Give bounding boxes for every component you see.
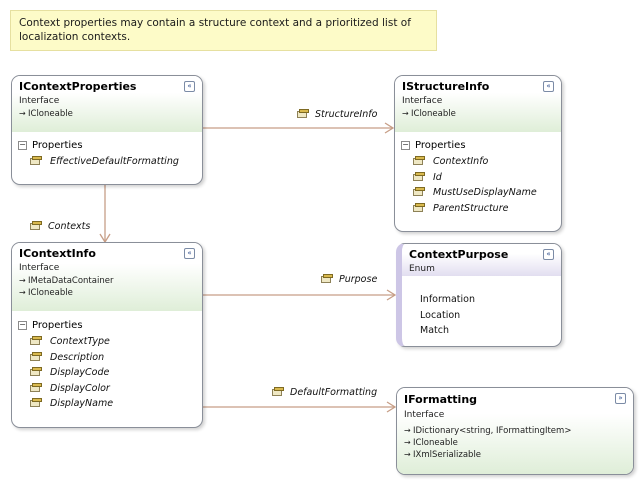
property-item[interactable]: EffectiveDefaultFormatting: [12, 154, 202, 170]
icontextinfo-shape[interactable]: IContextInfo Interface →IMetaDataContain…: [11, 242, 203, 428]
property-item[interactable]: DisplayCode: [12, 365, 202, 381]
property-icon: [30, 221, 42, 230]
purpose-arrowhead: [386, 289, 397, 301]
base-type: →ICloneable: [402, 109, 456, 119]
base-type: →IXmlSerializable: [404, 450, 482, 460]
properties-section-header[interactable]: −Properties: [18, 139, 83, 151]
base-type: →IDictionary<string, IFormattingItem>: [404, 426, 572, 436]
enum-value[interactable]: Information: [420, 294, 475, 305]
shape-title: ContextPurpose: [409, 248, 509, 261]
property-item[interactable]: DisplayName: [12, 396, 202, 412]
base-arrow-icon: →: [19, 276, 26, 285]
property-icon: [30, 351, 42, 361]
purpose-association-label[interactable]: Purpose: [321, 274, 377, 285]
property-item[interactable]: ContextInfo: [395, 154, 561, 170]
property-item[interactable]: MustUseDisplayName: [395, 185, 561, 201]
collapse-toggle-icon[interactable]: «: [184, 248, 195, 259]
base-type: →ICloneable: [404, 438, 458, 448]
shape-kind: Interface: [402, 96, 443, 106]
shape-header: IFormatting Interface →IDictionary<strin…: [397, 388, 633, 474]
shape-kind: Enum: [409, 264, 435, 274]
shape-title: IContextProperties: [19, 80, 137, 93]
collapse-toggle-icon[interactable]: «: [184, 81, 195, 92]
shape-kind: Interface: [404, 410, 445, 420]
structureinfo-arrowhead: [384, 122, 395, 134]
properties-section-header[interactable]: −Properties: [401, 139, 466, 151]
collapse-toggle-icon[interactable]: «: [543, 81, 554, 92]
defaultformatting-association-label[interactable]: DefaultFormatting: [272, 387, 377, 398]
enum-value[interactable]: Match: [420, 325, 449, 336]
property-item[interactable]: Description: [12, 350, 202, 366]
property-icon: [413, 187, 425, 196]
property-icon: [413, 202, 425, 212]
base-arrow-icon: →: [404, 426, 411, 435]
property-item[interactable]: ParentStructure: [395, 201, 561, 217]
property-icon: [413, 156, 425, 165]
collapse-toggle-icon[interactable]: «: [543, 249, 554, 260]
shape-header: IStructureInfo Interface →ICloneable: [395, 76, 561, 132]
shape-kind: Interface: [19, 96, 60, 106]
base-arrow-icon: →: [402, 109, 409, 118]
property-icon: [30, 336, 42, 345]
shape-title: IFormatting: [404, 393, 478, 406]
property-icon: [413, 171, 425, 181]
base-arrow-icon: →: [19, 288, 26, 297]
base-arrow-icon: →: [404, 450, 411, 459]
property-item[interactable]: DisplayColor: [12, 381, 202, 397]
property-icon: [30, 398, 42, 407]
contextpurpose-shape[interactable]: ContextPurpose Enum « Information Locati…: [396, 243, 562, 347]
defaultformatting-arrowhead: [386, 401, 397, 413]
base-arrow-icon: →: [404, 438, 411, 447]
property-icon: [321, 274, 333, 283]
shape-header: IContextProperties Interface →ICloneable: [12, 76, 202, 132]
property-icon: [30, 367, 42, 376]
section-collapse-icon[interactable]: −: [18, 139, 27, 150]
base-arrow-icon: →: [19, 109, 26, 118]
shape-header: ContextPurpose Enum: [402, 244, 561, 276]
shape-title: IStructureInfo: [402, 80, 490, 93]
section-collapse-icon[interactable]: −: [18, 319, 27, 330]
property-item[interactable]: ContextType: [12, 334, 202, 350]
property-icon: [297, 109, 309, 118]
comment-text: Context properties may contain a structu…: [19, 17, 411, 43]
icontextproperties-shape[interactable]: IContextProperties Interface →ICloneable…: [11, 75, 203, 185]
comment-note[interactable]: Context properties may contain a structu…: [10, 10, 437, 51]
enum-value[interactable]: Location: [420, 309, 461, 321]
istructureinfo-shape[interactable]: IStructureInfo Interface →ICloneable « −…: [394, 75, 562, 232]
property-icon: [272, 387, 284, 396]
base-type: →ICloneable: [19, 288, 73, 298]
contexts-association-label[interactable]: Contexts: [30, 221, 90, 232]
shape-title: IContextInfo: [19, 247, 96, 260]
shape-header: IContextInfo Interface →IMetaDataContain…: [12, 243, 202, 311]
base-type: →ICloneable: [19, 109, 73, 119]
iformatting-shape[interactable]: IFormatting Interface →IDictionary<strin…: [396, 387, 634, 475]
property-icon: [30, 382, 42, 392]
base-type: →IMetaDataContainer: [19, 276, 114, 286]
structureinfo-association-label[interactable]: StructureInfo: [297, 109, 377, 120]
shape-kind: Interface: [19, 263, 60, 273]
property-icon: [30, 156, 42, 165]
property-item[interactable]: Id: [395, 170, 561, 186]
expand-toggle-icon[interactable]: »: [615, 393, 626, 404]
properties-section-header[interactable]: −Properties: [18, 319, 83, 331]
section-collapse-icon[interactable]: −: [401, 139, 410, 150]
